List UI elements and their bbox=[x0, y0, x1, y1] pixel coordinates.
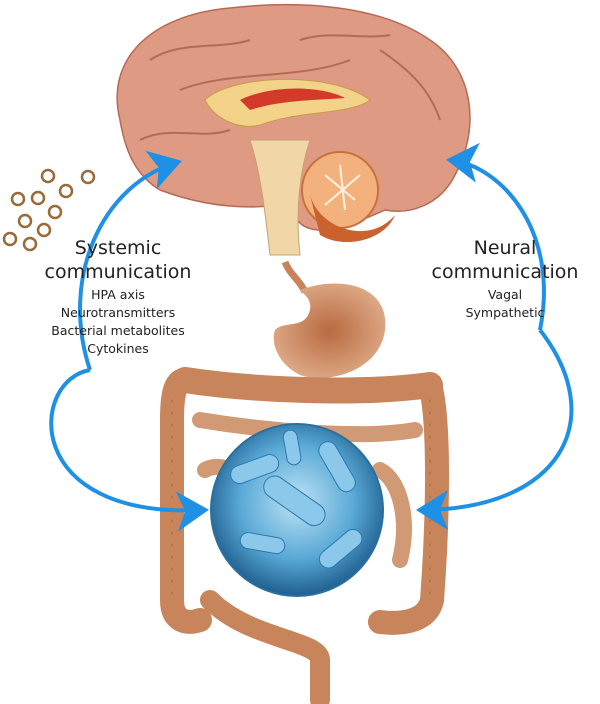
systemic-item: Cytokines bbox=[87, 341, 149, 356]
systemic-title-line2: communication bbox=[44, 261, 192, 283]
systemic-arrow-to-brain bbox=[78, 150, 182, 371]
systemic-title-line1: Systemic bbox=[74, 237, 162, 259]
systemic-item: Neurotransmitters bbox=[60, 305, 176, 320]
brain-illustration bbox=[116, 3, 471, 256]
neural-communication-label: Neural communication Vagal Sympathetic bbox=[425, 236, 585, 322]
neural-title-line1: Neural bbox=[473, 237, 537, 259]
systemic-arrow-to-gut bbox=[49, 368, 209, 532]
systemic-communication-label: Systemic communication HPA axis Neurotra… bbox=[28, 236, 208, 358]
systemic-item: Bacterial metabolites bbox=[51, 323, 185, 338]
neural-title-line2: communication bbox=[431, 261, 579, 283]
neural-item: Vagal bbox=[487, 287, 523, 302]
neural-item: Sympathetic bbox=[465, 305, 545, 320]
neural-arrow-to-gut bbox=[416, 328, 574, 530]
stomach-illustration bbox=[273, 260, 386, 378]
gut-microbiota-illustration bbox=[210, 423, 384, 597]
neural-arrow-to-brain bbox=[446, 142, 546, 331]
systemic-item: HPA axis bbox=[91, 287, 145, 302]
circulating-molecules-icon bbox=[2, 168, 96, 252]
